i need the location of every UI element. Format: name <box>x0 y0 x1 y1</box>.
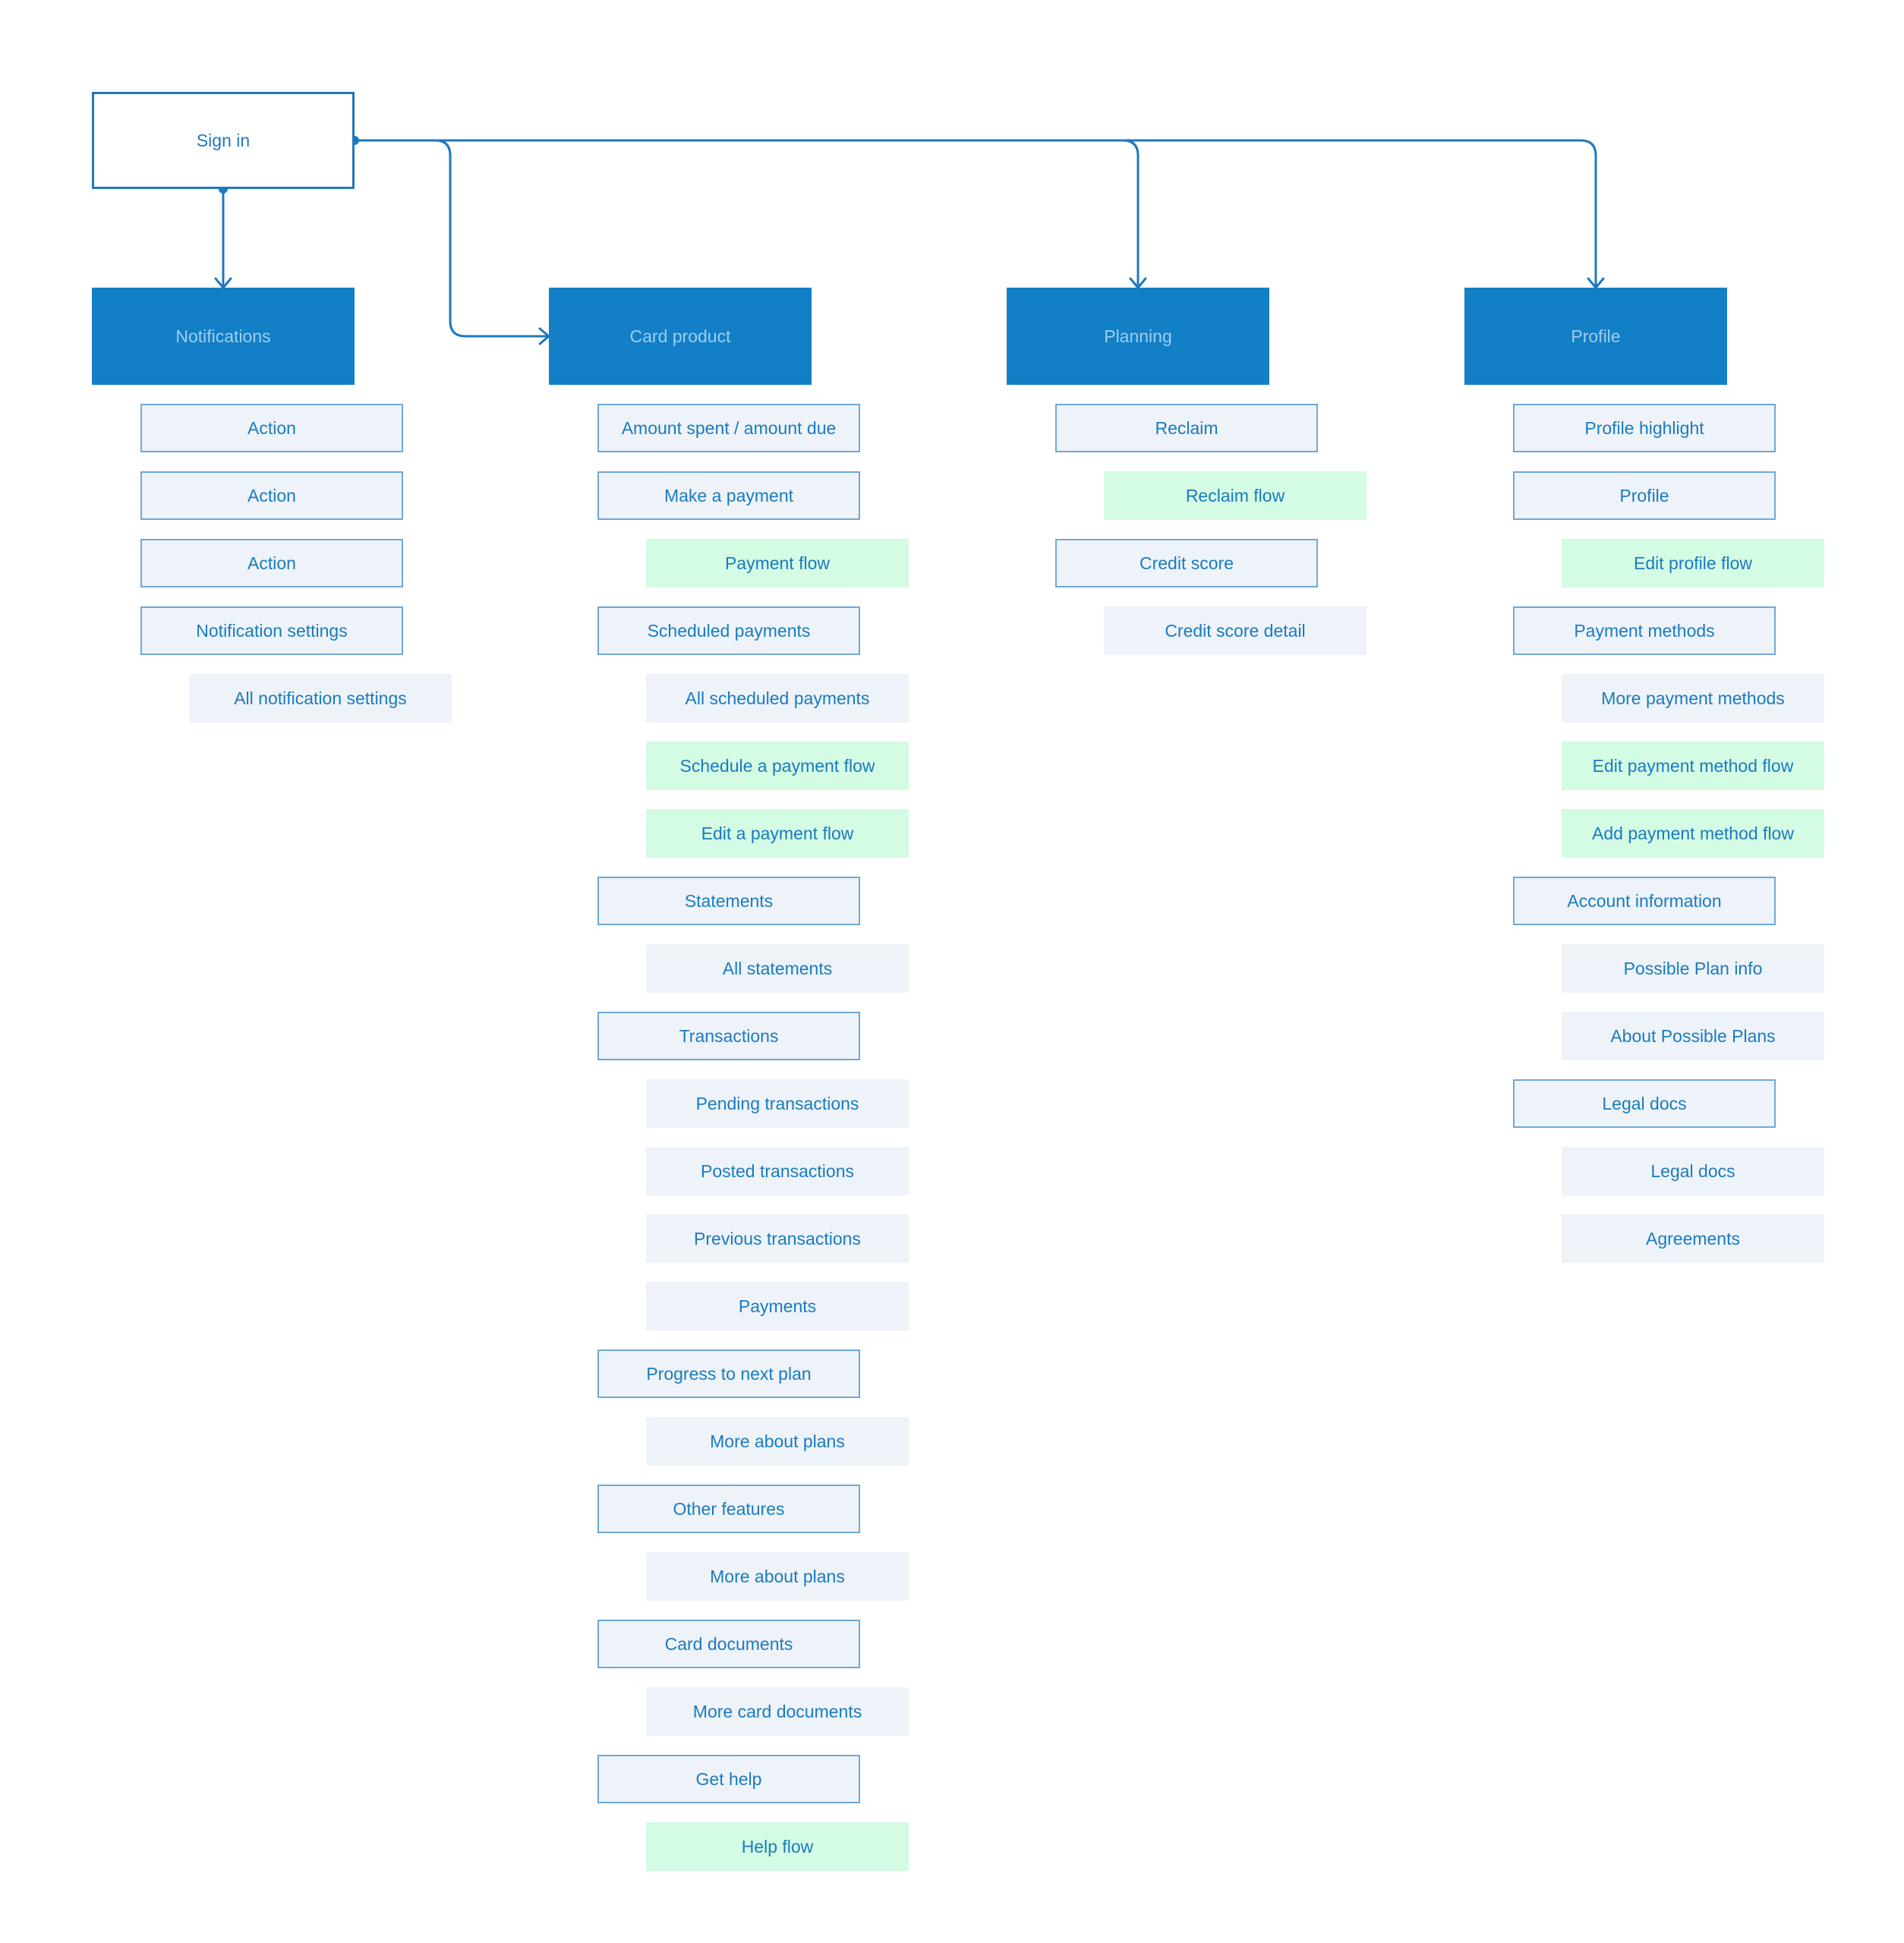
sub-node-previous-transactions: Previous transactions <box>646 1214 909 1263</box>
connector-sign-in-card-product <box>353 139 550 338</box>
page-node-make-a-payment: Make a payment <box>597 471 860 520</box>
flow-node-payment-flow: Payment flow <box>646 539 909 587</box>
sub-node-all-statements: All statements <box>646 944 909 993</box>
page-node-action: Action <box>140 404 403 452</box>
page-node-payment-methods: Payment methods <box>1513 606 1776 655</box>
sub-node-more-payment-methods: More payment methods <box>1562 674 1824 723</box>
arrowhead-profile <box>1587 277 1605 289</box>
sub-node-posted-transactions: Posted transactions <box>646 1147 909 1195</box>
arrowhead-card-product <box>538 327 550 345</box>
page-node-get-help: Get help <box>597 1755 860 1803</box>
connector-sign-in-planning <box>353 139 1140 289</box>
flow-node-edit-a-payment-flow: Edit a payment flow <box>646 809 909 858</box>
section-card-product: Card product <box>549 288 812 385</box>
section-planning: Planning <box>1007 288 1269 385</box>
sub-node-payments: Payments <box>646 1282 909 1330</box>
sub-node-legal-docs: Legal docs <box>1562 1147 1824 1195</box>
page-node-reclaim: Reclaim <box>1055 404 1318 452</box>
sub-node-more-about-plans: More about plans <box>646 1552 909 1601</box>
sub-node-about-possible-plans: About Possible Plans <box>1562 1012 1824 1060</box>
page-node-transactions: Transactions <box>597 1012 860 1060</box>
sub-node-all-notification-settings: All notification settings <box>189 674 452 723</box>
flow-node-edit-payment-method-flow: Edit payment method flow <box>1562 742 1824 790</box>
sign-in-node: Sign in <box>92 92 355 189</box>
flow-node-schedule-a-payment-flow: Schedule a payment flow <box>646 742 909 790</box>
page-node-other-features: Other features <box>597 1485 860 1533</box>
flow-node-help-flow: Help flow <box>646 1822 909 1871</box>
arrowhead-notifications <box>214 277 232 289</box>
page-node-card-documents: Card documents <box>597 1620 860 1668</box>
flow-node-add-payment-method-flow: Add payment method flow <box>1562 809 1824 858</box>
flow-node-edit-profile-flow: Edit profile flow <box>1562 539 1824 587</box>
page-node-action: Action <box>140 539 403 587</box>
page-node-amount-spent-amount-due: Amount spent / amount due <box>597 404 860 452</box>
page-node-account-information: Account information <box>1513 877 1776 925</box>
page-node-progress-to-next-plan: Progress to next plan <box>597 1349 860 1398</box>
sub-node-more-about-plans: More about plans <box>646 1417 909 1466</box>
page-node-action: Action <box>140 471 403 520</box>
page-node-credit-score: Credit score <box>1055 539 1318 587</box>
connector-sign-in-profile <box>353 139 1597 289</box>
sub-node-possible-plan-info: Possible Plan info <box>1562 944 1824 993</box>
arrowhead-planning <box>1129 277 1147 289</box>
sub-node-more-card-documents: More card documents <box>646 1687 909 1736</box>
page-node-profile: Profile <box>1513 471 1776 520</box>
sub-node-credit-score-detail: Credit score detail <box>1104 606 1367 655</box>
section-notifications: Notifications <box>92 288 355 385</box>
page-node-notification-settings: Notification settings <box>140 606 403 655</box>
sub-node-agreements: Agreements <box>1562 1214 1824 1263</box>
page-node-profile-highlight: Profile highlight <box>1513 404 1776 452</box>
page-node-legal-docs: Legal docs <box>1513 1079 1776 1128</box>
flow-node-reclaim-flow: Reclaim flow <box>1104 471 1367 520</box>
sub-node-pending-transactions: Pending transactions <box>646 1079 909 1128</box>
sub-node-all-scheduled-payments: All scheduled payments <box>646 674 909 723</box>
page-node-statements: Statements <box>597 877 860 925</box>
section-profile: Profile <box>1464 288 1727 385</box>
page-node-scheduled-payments: Scheduled payments <box>597 606 860 655</box>
